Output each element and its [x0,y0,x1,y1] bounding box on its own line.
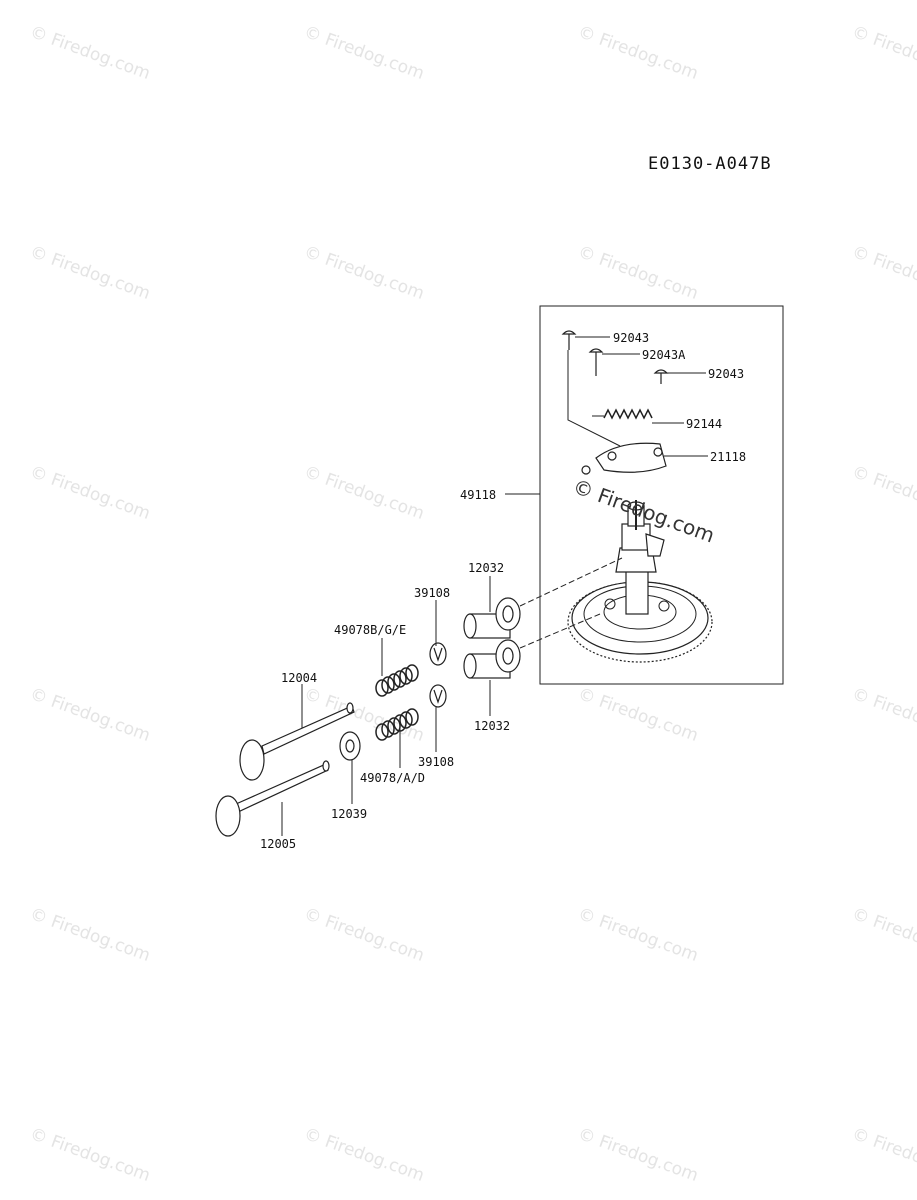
part-label-12004: 12004 [281,671,317,685]
pins-92043 [561,330,669,384]
retainer-lower [429,684,447,708]
part-label-92043: 92043 [708,367,744,381]
part-label-92043: 92043 [613,331,649,345]
part-label-92043a: 92043A [642,348,686,362]
part-label-49078bge: 49078B/G/E [334,623,406,637]
part-label-49078ad: 49078/A/D [360,771,425,785]
part-label-21118: 21118 [710,450,746,464]
part-label-12005: 12005 [260,837,296,851]
pin-guide-line [567,350,621,447]
tappet-lower [463,639,521,679]
exhaust-valve [215,760,330,837]
assembly-frame [539,305,784,685]
intake-valve [239,702,355,781]
part-label-39108: 39108 [418,755,454,769]
retainer-upper [429,642,447,666]
part-label-92144: 92144 [686,417,722,431]
part-label-12032: 12032 [468,561,504,575]
part-label-12039: 12039 [331,807,367,821]
governor-weight-plate [581,442,667,475]
spring-92144 [592,408,653,420]
part-label-12032: 12032 [474,719,510,733]
valve-seal [339,731,361,761]
part-label-49118: 49118 [460,488,496,502]
valve-spring-upper [375,664,419,697]
part-label-39108: 39108 [414,586,450,600]
valve-spring-lower [375,708,419,741]
tappet-upper [463,597,521,639]
diagram-code: E0130-A047B [648,154,772,174]
camshaft [615,500,665,615]
leader-lines [281,336,708,836]
